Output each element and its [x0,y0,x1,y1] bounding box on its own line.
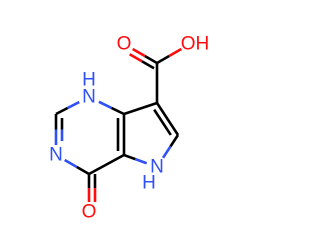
bond-n5-c6-a [161,145,172,159]
bond-c6-c7-inner [153,108,172,136]
atom-label-o4: O [82,202,97,223]
bond-n1-c2-b [55,106,69,116]
bond-c7a-n1-a [110,106,125,116]
bond-c7a-n1-b [98,100,113,110]
bond-cc-od-second-b [129,53,143,63]
bond-cc-od-b [132,47,146,58]
bond-c4a-n5-a [123,153,136,161]
atom-h-label-n5: H [142,173,156,194]
atom-label-n5: N [150,157,164,178]
bond-c4a-n5-b [134,157,148,165]
bond-layer [54,47,182,202]
atom-label-n1: N [82,87,96,108]
atom-label-oh: OH [181,34,210,55]
bond-c6-c7 [155,102,180,136]
bond-cc-od-second-a [141,60,155,70]
bond-n1-c2-a [67,100,80,110]
bond-cc-oh-b [168,47,182,58]
bond-n3-c4-b [76,165,90,176]
atom-label-n3: N [49,145,63,166]
bond-c7-c7a [123,101,158,116]
bond-c4-c4a [88,153,125,176]
atom-label-od: O [117,34,132,55]
bond-n5-c6-b [169,134,180,148]
atom-h-label-n1: H [82,70,96,91]
bond-cc-oh-a [156,54,170,65]
bond-n3-c4-a [64,158,78,169]
bond-cc-od-a [144,54,158,65]
